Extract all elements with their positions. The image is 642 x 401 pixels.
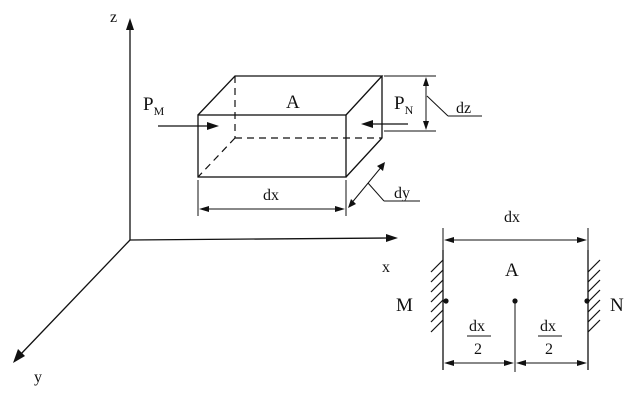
x-axis [129,237,389,241]
left-half-numerator: dx [469,318,485,335]
node-n [584,298,590,304]
dy-dimension-line [349,164,384,206]
dz-leader [426,95,449,117]
force-pn-arrowhead [361,120,373,128]
dy-label: dy [394,185,410,202]
y-axis-label: y [34,369,42,386]
force-pn-symbol: P [394,93,405,114]
force-pm-symbol: P [143,94,154,115]
left-half-denominator: 2 [474,341,482,358]
force-pm-subscript: M [154,104,165,118]
dy-dimension: dy [348,162,420,208]
force-pn-subscript: N [405,103,414,117]
force-pm-label: PM [143,94,165,118]
y-axis [19,239,131,356]
element-center-label: A [286,92,300,113]
z-axis-arrowhead [126,18,134,30]
dy-leader [367,182,385,202]
force-pn-label: PN [394,93,414,117]
force-pn: PN [361,93,414,128]
right-half-numerator: dx [540,318,556,335]
dx-dimension: dx [197,180,347,216]
box-top-back-edges [197,75,384,116]
y-axis-arrowhead [13,349,25,363]
left-wall-hatching [430,259,444,333]
box-hidden-edges [197,76,382,178]
node-n-label: N [610,295,624,316]
dz-dimension: dz [384,75,482,132]
right-wall-hatching [587,259,601,333]
box-front-face [197,114,347,178]
x-axis-arrowhead [386,234,398,242]
node-m-label: M [396,295,413,316]
section-dx-label: dx [504,209,520,226]
section-view: dx A M N [396,209,624,372]
coordinate-axes: z x y [13,9,398,386]
right-half-denominator: 2 [545,341,553,358]
section-center-label: A [505,260,519,281]
force-pm: PM [143,94,219,130]
dx-label: dx [263,187,279,204]
force-pm-arrowhead [207,122,219,130]
x-axis-label: x [382,259,390,276]
box-right-side-edges [345,76,383,178]
dz-label: dz [456,100,471,117]
node-m [443,298,449,304]
z-axis-label: z [110,9,117,26]
volume-element-box: A [197,75,384,178]
